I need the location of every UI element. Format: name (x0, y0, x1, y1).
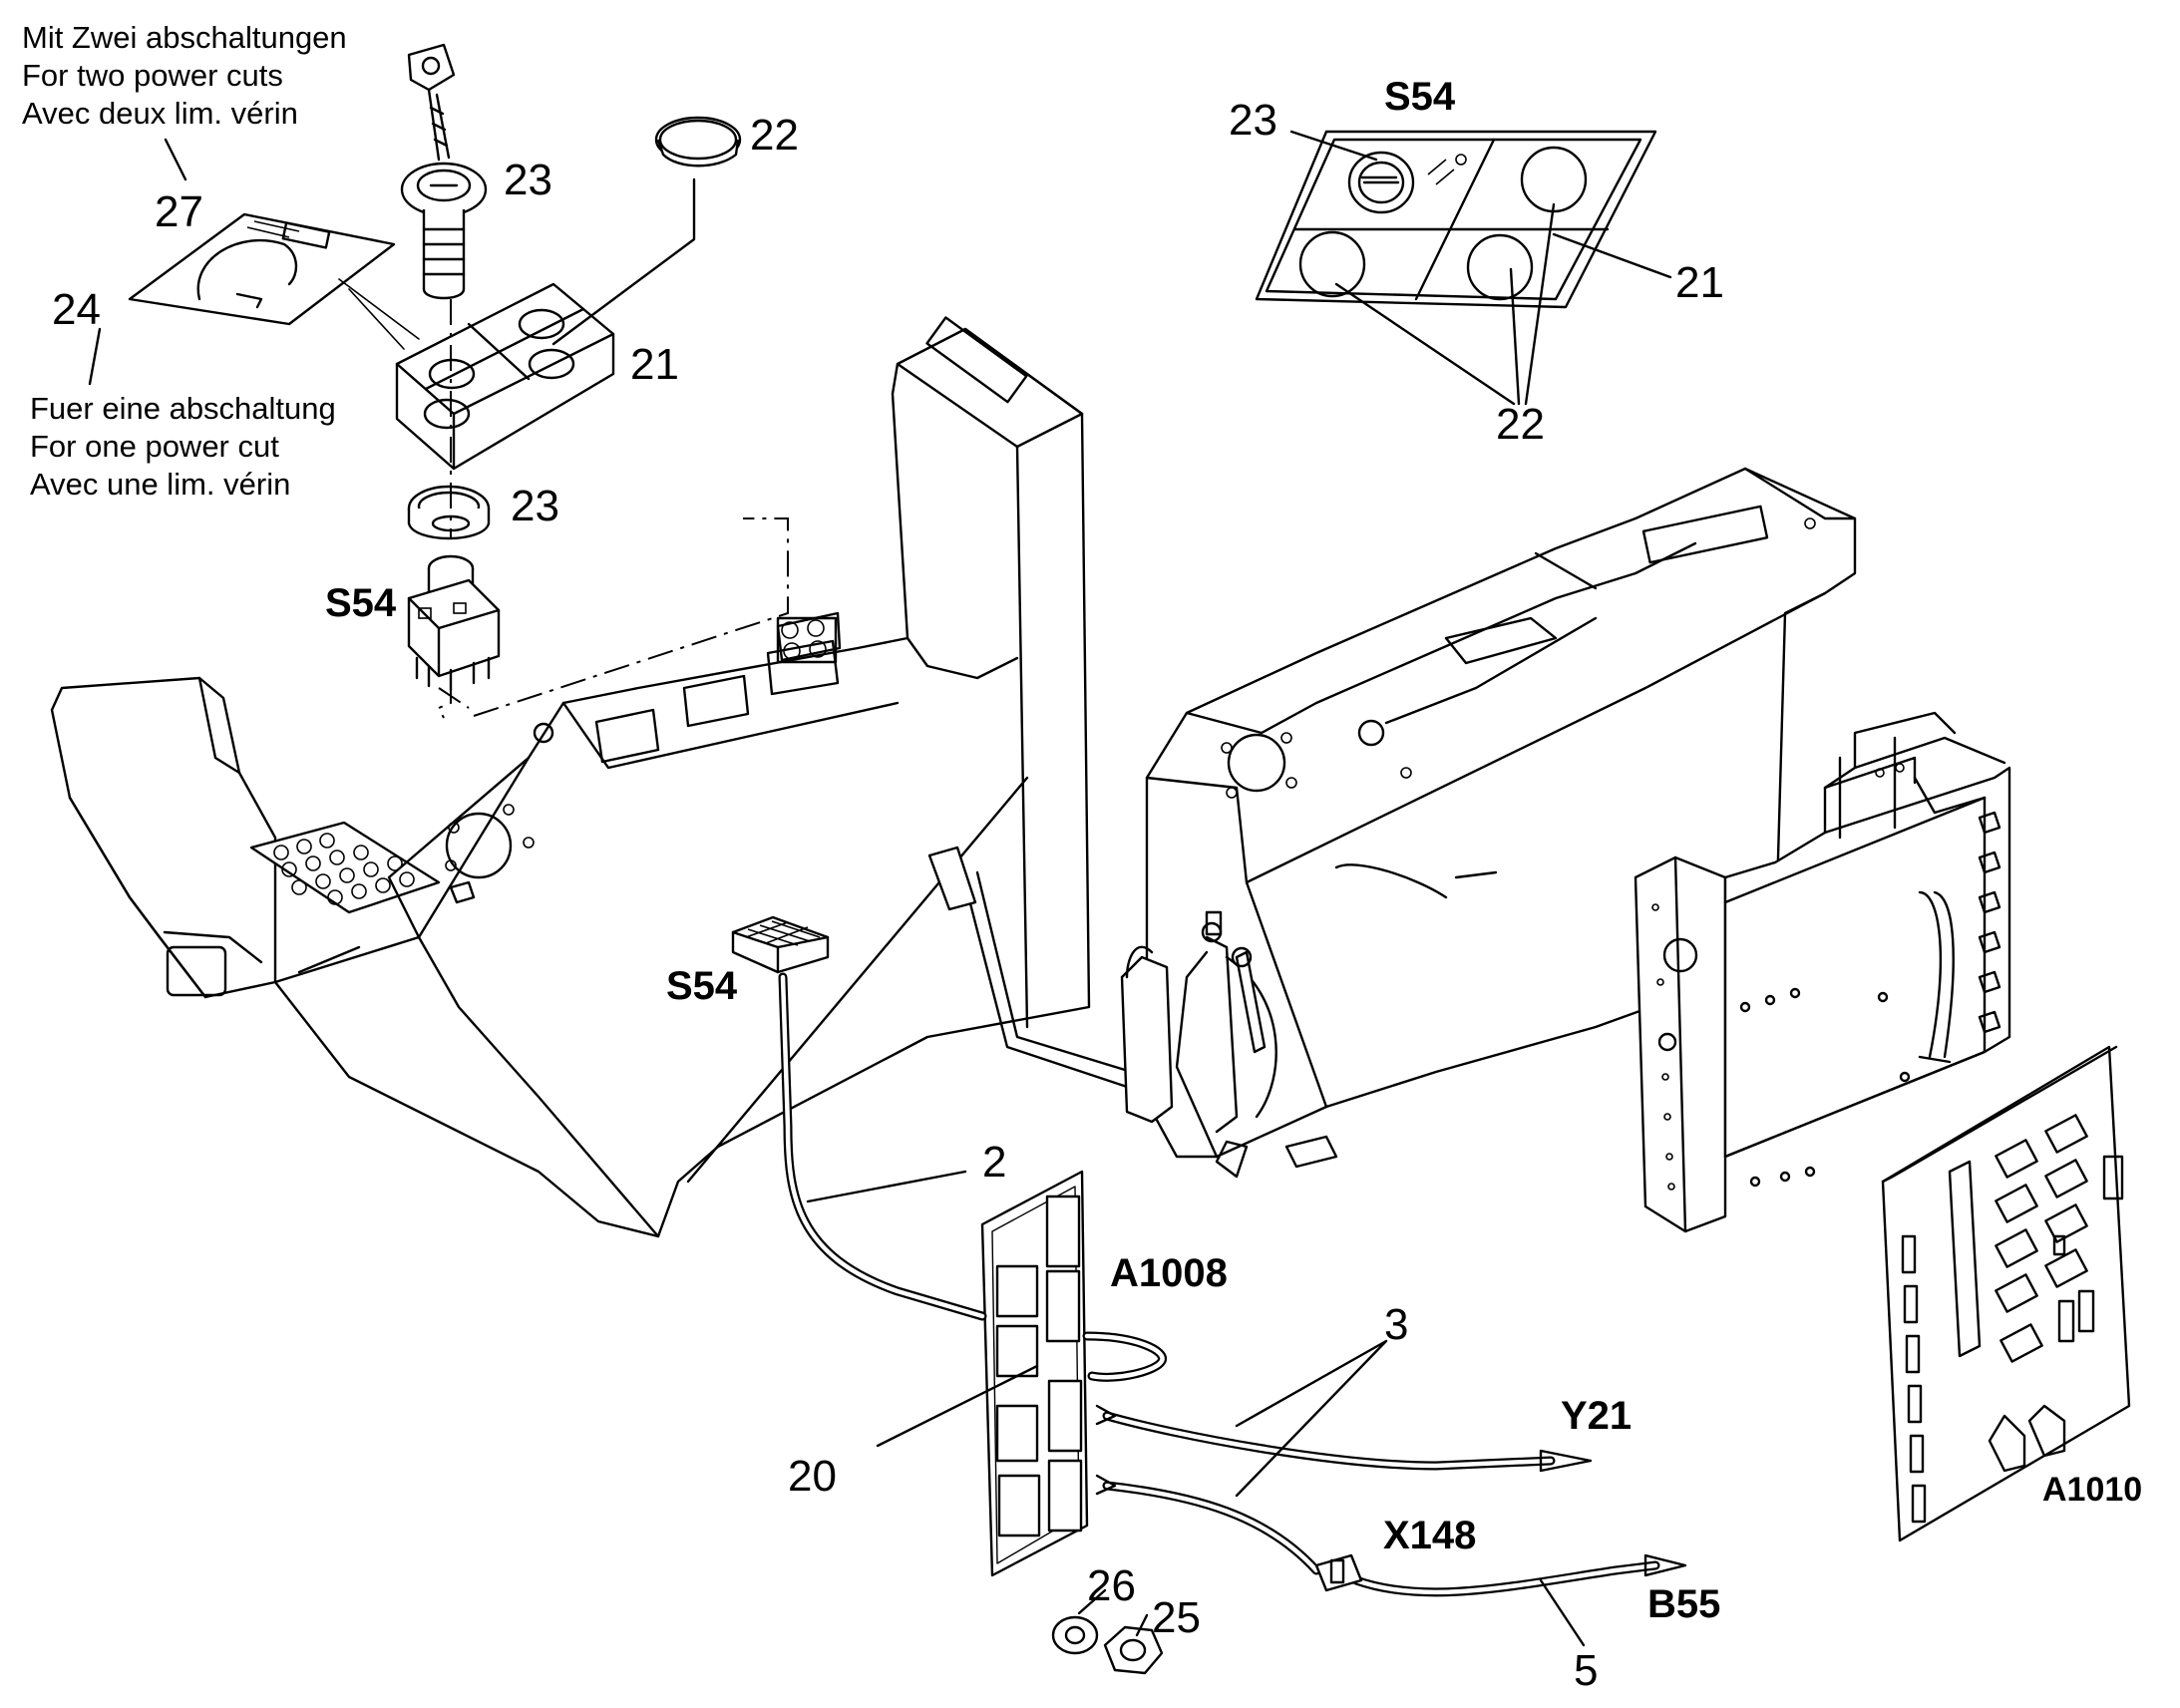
part-number-22-cap: 22 (750, 111, 799, 160)
connector-x148 (1314, 1553, 1363, 1592)
part-number-5: 5 (1574, 1646, 1598, 1695)
connector-s54 (731, 915, 830, 974)
part-number-25: 25 (1152, 1593, 1201, 1642)
note-two-power-cuts-fr: Avec deux lim. vérin (22, 96, 298, 131)
lock-cylinder-23 (400, 162, 488, 300)
plate-21 (395, 282, 615, 471)
bezel-23 (407, 485, 491, 540)
rail-holes (1651, 903, 1675, 1191)
note-two-power-cuts-de: Mit Zwei abschaltungen (22, 20, 347, 55)
label-s54-switch: S54 (325, 581, 397, 625)
pcb-a1008-connectors (1045, 1195, 1083, 1533)
part-numbers: 27 24 23 22 21 23 S54 S54 23 21 22 S54 2… (52, 75, 2142, 1695)
notes: Mit Zwei abschaltungen For two power cut… (22, 20, 347, 502)
part-number-21-plate: 21 (630, 340, 679, 389)
frame-pins (1739, 987, 1911, 1188)
operator-console (50, 316, 1219, 1238)
dashed-assembly-lines (437, 299, 789, 719)
cable-2 (778, 972, 987, 1321)
part-number-23-key: 23 (504, 156, 552, 204)
pcb-a1010-connectors (1901, 1234, 1927, 1524)
part-number-20: 20 (788, 1452, 837, 1501)
key-23 (407, 43, 456, 162)
panel-s54 (1255, 130, 1657, 309)
leader-lines (88, 130, 1672, 1647)
switch-s54 (407, 554, 501, 692)
note-two-power-cuts-en: For two power cuts (22, 58, 283, 93)
note-one-power-cut-en: For one power cut (30, 429, 279, 464)
perforation-holes (273, 833, 415, 905)
cable-5 (1351, 1553, 1687, 1597)
cable-3 (1082, 1331, 1593, 1575)
part-number-27: 27 (155, 187, 203, 236)
seat-frame (1120, 467, 2011, 1233)
part-number-2: 2 (982, 1138, 1006, 1187)
nut-25 (1103, 1625, 1164, 1675)
part-number-23-panel: 23 (1229, 96, 1277, 145)
part-number-22-panel: 22 (1496, 400, 1545, 449)
washer-26 (1051, 1615, 1099, 1655)
part-number-3: 3 (1384, 1300, 1408, 1349)
label-s54-panel: S54 (1384, 75, 1456, 119)
label-b55: B55 (1647, 1582, 1720, 1626)
cap-22 (654, 116, 742, 168)
label-a1010: A1010 (2042, 1471, 2142, 1509)
part-number-24: 24 (52, 285, 101, 334)
label-x148: X148 (1383, 1514, 1476, 1557)
note-one-power-cut-fr: Avec une lim. vérin (30, 467, 290, 502)
pcb-a1010 (1881, 1045, 2131, 1542)
label-a1008: A1008 (1110, 1251, 1228, 1295)
pcb-a1008 (980, 1170, 1089, 1577)
plate-24 (128, 212, 396, 326)
note-one-power-cut-de: Fuer eine abschaltung (30, 391, 336, 426)
part-number-21-panel: 21 (1675, 258, 1724, 307)
label-s54-connector: S54 (666, 964, 738, 1008)
pcb-a1010-chips (1988, 1114, 2124, 1473)
part-number-23-bezel: 23 (511, 482, 559, 530)
part-number-26: 26 (1087, 1561, 1136, 1610)
label-y21: Y21 (1561, 1394, 1632, 1438)
